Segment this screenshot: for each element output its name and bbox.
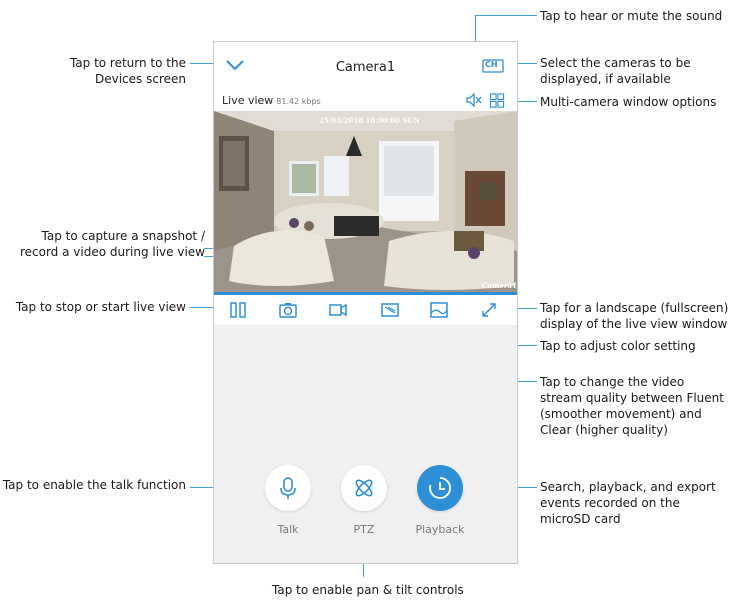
chevron-down-icon[interactable] (226, 58, 244, 72)
leader-line (190, 307, 224, 308)
annotation-line: Tap to change the video (540, 375, 685, 389)
annotation-landscape: Tap for a landscape (fullscreen) display… (540, 300, 728, 332)
annotation-select-cameras: Select the cameras to be displayed, if a… (540, 55, 691, 87)
leader-line (190, 63, 214, 64)
playback-button[interactable] (417, 465, 463, 511)
control-panel (214, 325, 517, 563)
annotation-line: Clear (higher quality) (540, 423, 668, 437)
talk-button[interactable] (265, 465, 311, 511)
ch-label: CH (485, 60, 498, 69)
annotation-line: Devices screen (95, 72, 186, 86)
leader-line (475, 15, 537, 16)
camera-channel-icon (482, 59, 504, 73)
annotation-color-setting: Tap to adjust color setting (540, 339, 696, 353)
annotation-stream-quality: Tap to change the video stream quality b… (540, 374, 724, 438)
clock-playback-icon (429, 477, 451, 499)
annotation-line: record a video during live view (19, 245, 205, 259)
fullscreen-expand-icon[interactable] (480, 301, 498, 319)
video-record-icon[interactable] (329, 301, 347, 319)
video-timestamp: 25/03/2018 10:00:00 SUN (319, 116, 420, 125)
page-title: Camera1 (335, 60, 396, 75)
annotation-line: Select the cameras to be (540, 56, 691, 70)
ptz-label: PTZ (353, 523, 375, 536)
annotation-line: displayed, if available (540, 72, 671, 86)
annotation-capture: Tap to capture a snapshot / record a vid… (20, 228, 205, 260)
leader-line (508, 101, 537, 102)
annotation-line: Tap to capture a snapshot / (41, 229, 206, 243)
annotation-line: (smoother movement) and (540, 407, 702, 421)
annotation-line: Tap for a landscape (fullscreen) (540, 301, 729, 315)
annotation-talk-function: Tap to enable the talk function (2, 478, 186, 492)
live-video-feed[interactable]: 25/03/2018 10:00:00 SUN Camera1 (214, 111, 517, 294)
video-progress-bar (214, 292, 517, 295)
annotation-line: Tap to return to the (69, 56, 186, 70)
camera-select-button[interactable]: CH (482, 59, 504, 73)
annotation-line: stream quality between Fluent (540, 391, 724, 405)
annotation-stop-start: Tap to stop or start live view (15, 300, 186, 314)
header: Camera1 CH (214, 42, 517, 92)
stream-quality-icon[interactable] (381, 301, 399, 319)
video-camera-name: Camera1 (482, 281, 517, 290)
microphone-icon (280, 477, 296, 499)
bitrate-value: 81.42 kbps (276, 97, 321, 106)
leader-line (506, 63, 537, 64)
living-room-video-image (214, 111, 517, 294)
color-setting-icon[interactable] (430, 301, 448, 319)
ptz-icon (355, 479, 373, 497)
live-view-toolbar (214, 295, 517, 325)
annotation-playback-events: Search, playback, and export events reco… (540, 479, 716, 527)
annotation-hear-mute: Tap to hear or mute the sound (540, 9, 723, 23)
multi-window-grid-icon[interactable] (489, 93, 505, 108)
leader-line (500, 308, 537, 309)
annotation-multi-window: Multi-camera window options (540, 95, 717, 109)
annotation-line: display of the live view window (540, 317, 728, 331)
annotation-pan-tilt: Tap to enable pan & tilt controls (272, 583, 464, 597)
camera-snapshot-icon[interactable] (279, 301, 297, 319)
pause-icon[interactable] (229, 301, 247, 319)
speaker-mute-icon[interactable] (466, 93, 482, 107)
annotation-line: Search, playback, and export (540, 480, 716, 494)
live-view-label: Live view (222, 94, 274, 107)
ptz-button[interactable] (341, 465, 387, 511)
talk-label: Talk (277, 523, 299, 536)
annotation-return-devices: Tap to return to the Devices screen (70, 55, 186, 87)
annotation-line: microSD card (540, 512, 621, 526)
playback-label: Playback (415, 523, 465, 536)
annotation-line: events recorded on the (540, 496, 680, 510)
